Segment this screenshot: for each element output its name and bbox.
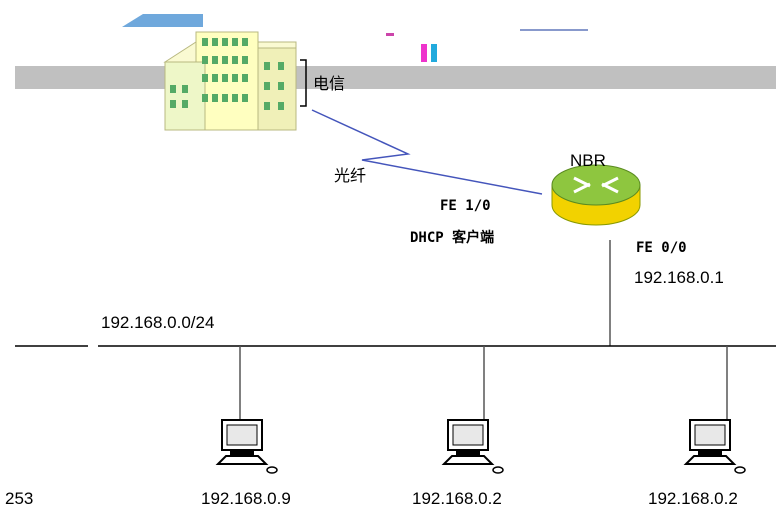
wan-mode-label: DHCP 客户端 bbox=[410, 230, 495, 246]
host-ip-label: 192.168.0.2 bbox=[648, 489, 738, 508]
lan-interface-label: FE 0/0 bbox=[636, 240, 687, 256]
router-icon bbox=[551, 164, 641, 226]
subnet-label: 192.168.0.0/24 bbox=[101, 313, 215, 332]
top-fragment-blue bbox=[122, 14, 203, 27]
pc-icon bbox=[441, 419, 504, 474]
host-ip-label: 192.168.0.9 bbox=[201, 489, 291, 508]
fiber-link-line bbox=[311, 109, 543, 195]
top-fragment-dot bbox=[386, 33, 394, 36]
fiber-label: 光纤 bbox=[334, 166, 367, 185]
host-ip-label: 253 bbox=[5, 489, 34, 508]
top-fragment-line bbox=[520, 29, 588, 31]
carrier-bracket bbox=[300, 59, 307, 107]
carrier-label: 电信 bbox=[313, 74, 346, 93]
wan-interface-label: FE 1/0 bbox=[440, 198, 491, 214]
top-fragment-cyan bbox=[431, 44, 437, 62]
pc-icon bbox=[215, 419, 278, 474]
lan-ip-label: 192.168.0.1 bbox=[634, 268, 724, 287]
gray-band bbox=[15, 66, 776, 89]
host-ip-label: 192.168.0.2 bbox=[412, 489, 502, 508]
pc-icon bbox=[683, 419, 746, 474]
carrier-building-icon bbox=[163, 31, 297, 131]
router-name: NBR bbox=[570, 151, 606, 170]
top-fragment-pink bbox=[421, 44, 427, 62]
